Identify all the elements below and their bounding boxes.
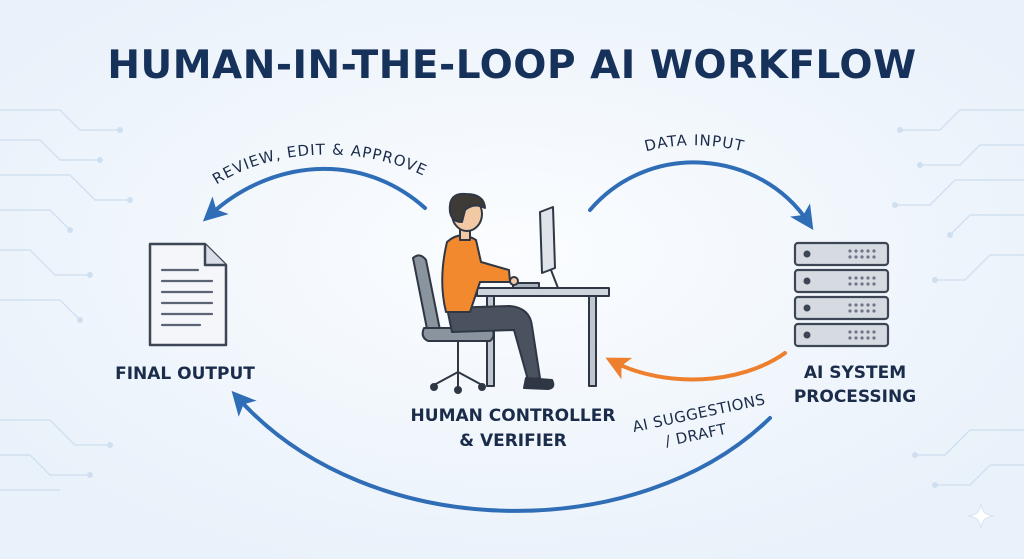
human-controller-label-line1: HUMAN CONTROLLER — [410, 406, 616, 426]
ai-system-label-line2: PROCESSING — [793, 387, 917, 407]
page-title: HUMAN-IN-THE-LOOP AI WORKFLOW — [107, 43, 917, 88]
final-output-label: FINAL OUTPUT — [115, 364, 255, 384]
person-at-desk-icon — [412, 192, 610, 394]
ai-system-label: AI SYSTEM PROCESSING — [770, 361, 940, 409]
ai-system-label-line1: AI SYSTEM — [803, 363, 907, 383]
server-rack-icon — [793, 241, 890, 348]
output-loop-arrow — [231, 390, 772, 513]
ai-suggestions-arrow — [605, 351, 787, 382]
human-controller-label-line2: & VERIFIER — [459, 431, 567, 451]
data-input-arrow — [588, 160, 814, 230]
sparkle-icon — [967, 502, 995, 530]
human-controller-label: HUMAN CONTROLLER & VERIFIER — [388, 404, 638, 454]
review-arrow — [202, 166, 427, 222]
document-icon — [148, 242, 228, 347]
